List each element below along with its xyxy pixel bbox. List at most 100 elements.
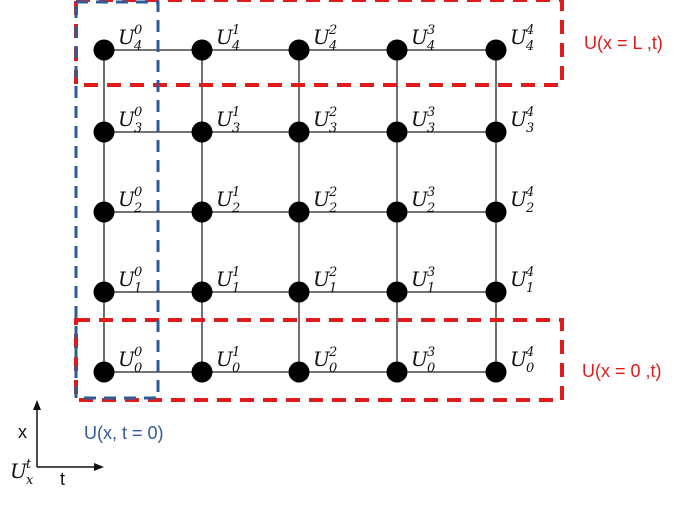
grid-node (485, 121, 507, 143)
node-label-space-index: 0 (427, 361, 435, 376)
grid-node (191, 361, 213, 383)
grid-node (191, 201, 213, 223)
grid-node (386, 201, 408, 223)
axis-symbol-sup: t (26, 457, 32, 472)
node-label-time-index: 1 (232, 105, 240, 120)
t-axis-label: t (60, 469, 65, 489)
grid-node (93, 281, 115, 303)
node-label-space-index: 4 (525, 39, 534, 54)
node-label-base: U (216, 25, 234, 49)
node-label-space-index: 3 (526, 121, 534, 136)
grid-node (485, 361, 507, 383)
node-label-base: U (411, 187, 429, 211)
grid-node (288, 121, 310, 143)
node-label-time-index: 2 (328, 345, 337, 360)
node-label-base: U (216, 187, 234, 211)
grid-node (288, 361, 310, 383)
node-label-space-index: 1 (134, 281, 142, 296)
grid-node (191, 121, 213, 143)
node-label-space-index: 2 (525, 201, 534, 216)
node-label-time-index: 0 (134, 105, 142, 120)
node-label-base: U (411, 25, 429, 49)
node-label-base: U (118, 107, 136, 131)
node-label-space-index: 3 (232, 121, 240, 136)
node-label-time-index: 2 (328, 105, 337, 120)
node-label-time-index: 3 (427, 185, 435, 200)
t-axis-arrowhead (94, 463, 104, 471)
node-label-base: U (313, 25, 331, 49)
node-label-base: U (216, 347, 234, 371)
node-label-time-index: 1 (232, 185, 240, 200)
node-label-base: U (510, 25, 528, 49)
node-label-base: U (216, 267, 234, 291)
node-label-time-index: 4 (525, 185, 534, 200)
node-label-base: U (118, 187, 136, 211)
node-label-time-index: 0 (134, 185, 142, 200)
node-label-time-index: 0 (134, 345, 142, 360)
axis-symbol-base: U (10, 459, 28, 483)
grid-node (93, 39, 115, 61)
node-label-time-index: 1 (232, 23, 240, 38)
node-label-space-index: 1 (232, 281, 240, 296)
node-label-base: U (313, 267, 331, 291)
grid-node (485, 201, 507, 223)
node-label-time-index: 0 (134, 23, 142, 38)
node-label-base: U (510, 347, 528, 371)
node-label-space-index: 0 (526, 361, 534, 376)
node-label-space-index: 3 (134, 121, 142, 136)
node-label-base: U (313, 187, 331, 211)
top-boundary-label: U(x = L ,t) (584, 33, 663, 53)
node-label-base: U (411, 267, 429, 291)
node-label-base: U (118, 25, 136, 49)
axis-symbol-sub: x (26, 473, 34, 488)
node-label-space-index: 3 (427, 121, 435, 136)
node-label-space-index: 0 (329, 361, 337, 376)
grid-node (191, 281, 213, 303)
node-label-time-index: 4 (525, 345, 534, 360)
node-label-base: U (313, 347, 331, 371)
node-label-space-index: 2 (231, 201, 240, 216)
bottom-boundary-label: U(x = 0 ,t) (582, 361, 662, 381)
grid-node (288, 39, 310, 61)
x-axis-arrowhead (33, 400, 41, 410)
node-label-time-index: 1 (232, 265, 240, 280)
node-label-base: U (118, 267, 136, 291)
node-label-base: U (510, 187, 528, 211)
node-label-space-index: 4 (426, 39, 435, 54)
node-label-time-index: 1 (232, 345, 240, 360)
x-axis-label: x (18, 422, 27, 442)
node-label-time-index: 3 (427, 345, 435, 360)
node-label-base: U (313, 107, 331, 131)
node-label-time-index: 0 (134, 265, 142, 280)
initial-condition-box (74, 0, 160, 400)
node-label-time-index: 4 (525, 23, 534, 38)
node-label-base: U (510, 107, 528, 131)
node-label-time-index: 3 (427, 105, 435, 120)
top-boundary-box (74, 0, 564, 87)
node-label-base: U (216, 107, 234, 131)
node-label-space-index: 1 (427, 281, 435, 296)
grid-node (191, 39, 213, 61)
grid-node (288, 201, 310, 223)
node-label-space-index: 1 (526, 281, 534, 296)
